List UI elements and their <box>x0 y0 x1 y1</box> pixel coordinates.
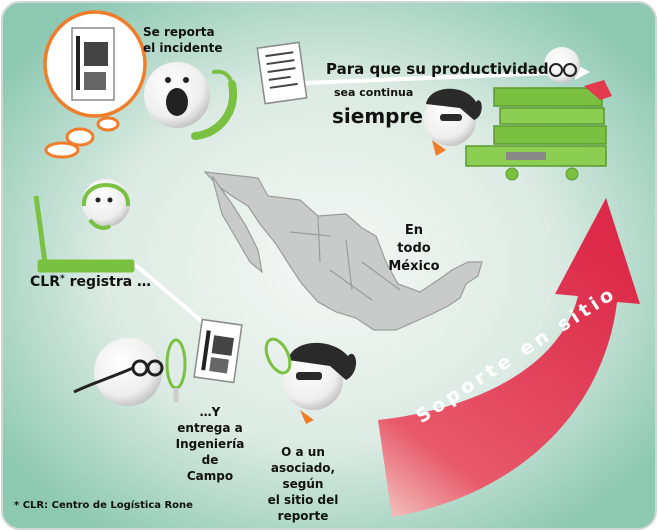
clr-registers-text: registra … <box>69 274 152 290</box>
map-label-line2: todo <box>397 241 431 256</box>
step-associate-line5: reporte <box>277 509 329 523</box>
step-report-line1: Se reporta <box>143 25 215 39</box>
step-associate-line1: O a un <box>281 445 325 459</box>
flow-connectors <box>130 70 577 332</box>
phone-icon <box>191 69 238 140</box>
map-label-line3: México <box>388 259 440 274</box>
report-document-icon <box>256 41 308 105</box>
supervisor-glasses-icon <box>544 47 580 83</box>
step-productivity-line3: siempre <box>332 104 423 128</box>
step-report-label: Se reporta el incidente <box>143 24 222 56</box>
headset-icon <box>81 183 131 230</box>
step-associate-line2: asociado, <box>270 461 336 475</box>
step-deliver-line3: Ingeniería <box>175 437 245 451</box>
document-icon <box>71 27 115 101</box>
step-productivity-line2: sea continua <box>334 86 414 99</box>
clr-acronym: CLR <box>30 274 60 290</box>
step-associate-line3: según <box>282 477 324 491</box>
map-label: En todo México <box>384 222 444 276</box>
worker-face-icon <box>424 88 482 156</box>
laptop-icon <box>33 195 135 273</box>
glasses-icon <box>73 359 164 394</box>
mexico-map-icon <box>203 171 483 331</box>
step-productivity-line1: Para que su productividad <box>326 60 549 78</box>
caller-face-icon <box>144 62 210 128</box>
step-report-line2: el incidente <box>143 41 223 55</box>
footnote: * CLR: Centro de Logística Rone <box>14 500 193 511</box>
step-deliver-line4: de <box>201 453 219 467</box>
truck-icon <box>465 80 612 181</box>
step-associate-label: O a un asociado, según el sitio del repo… <box>262 444 344 524</box>
operator-face-icon <box>82 179 130 227</box>
clr-asterisk: * <box>59 274 65 284</box>
on-site-support-arrow <box>378 198 640 517</box>
step-deliver-line2: entrega a <box>177 421 243 435</box>
associate-magnifier-icon <box>264 337 292 375</box>
step-deliver-label: …Y entrega a Ingeniería de Campo <box>172 404 248 484</box>
engineer-face-icon <box>94 338 162 406</box>
associate-face-icon <box>283 342 357 424</box>
step-associate-line4: el sitio del <box>267 493 339 507</box>
step-deliver-line1: …Y <box>199 405 221 419</box>
magnifier-icon <box>165 338 187 402</box>
map-label-line1: En <box>404 223 424 238</box>
step-deliver-line5: Campo <box>186 469 234 483</box>
step-clr-label: CLR* registra … <box>30 274 151 290</box>
delivery-document-icon <box>193 318 243 384</box>
